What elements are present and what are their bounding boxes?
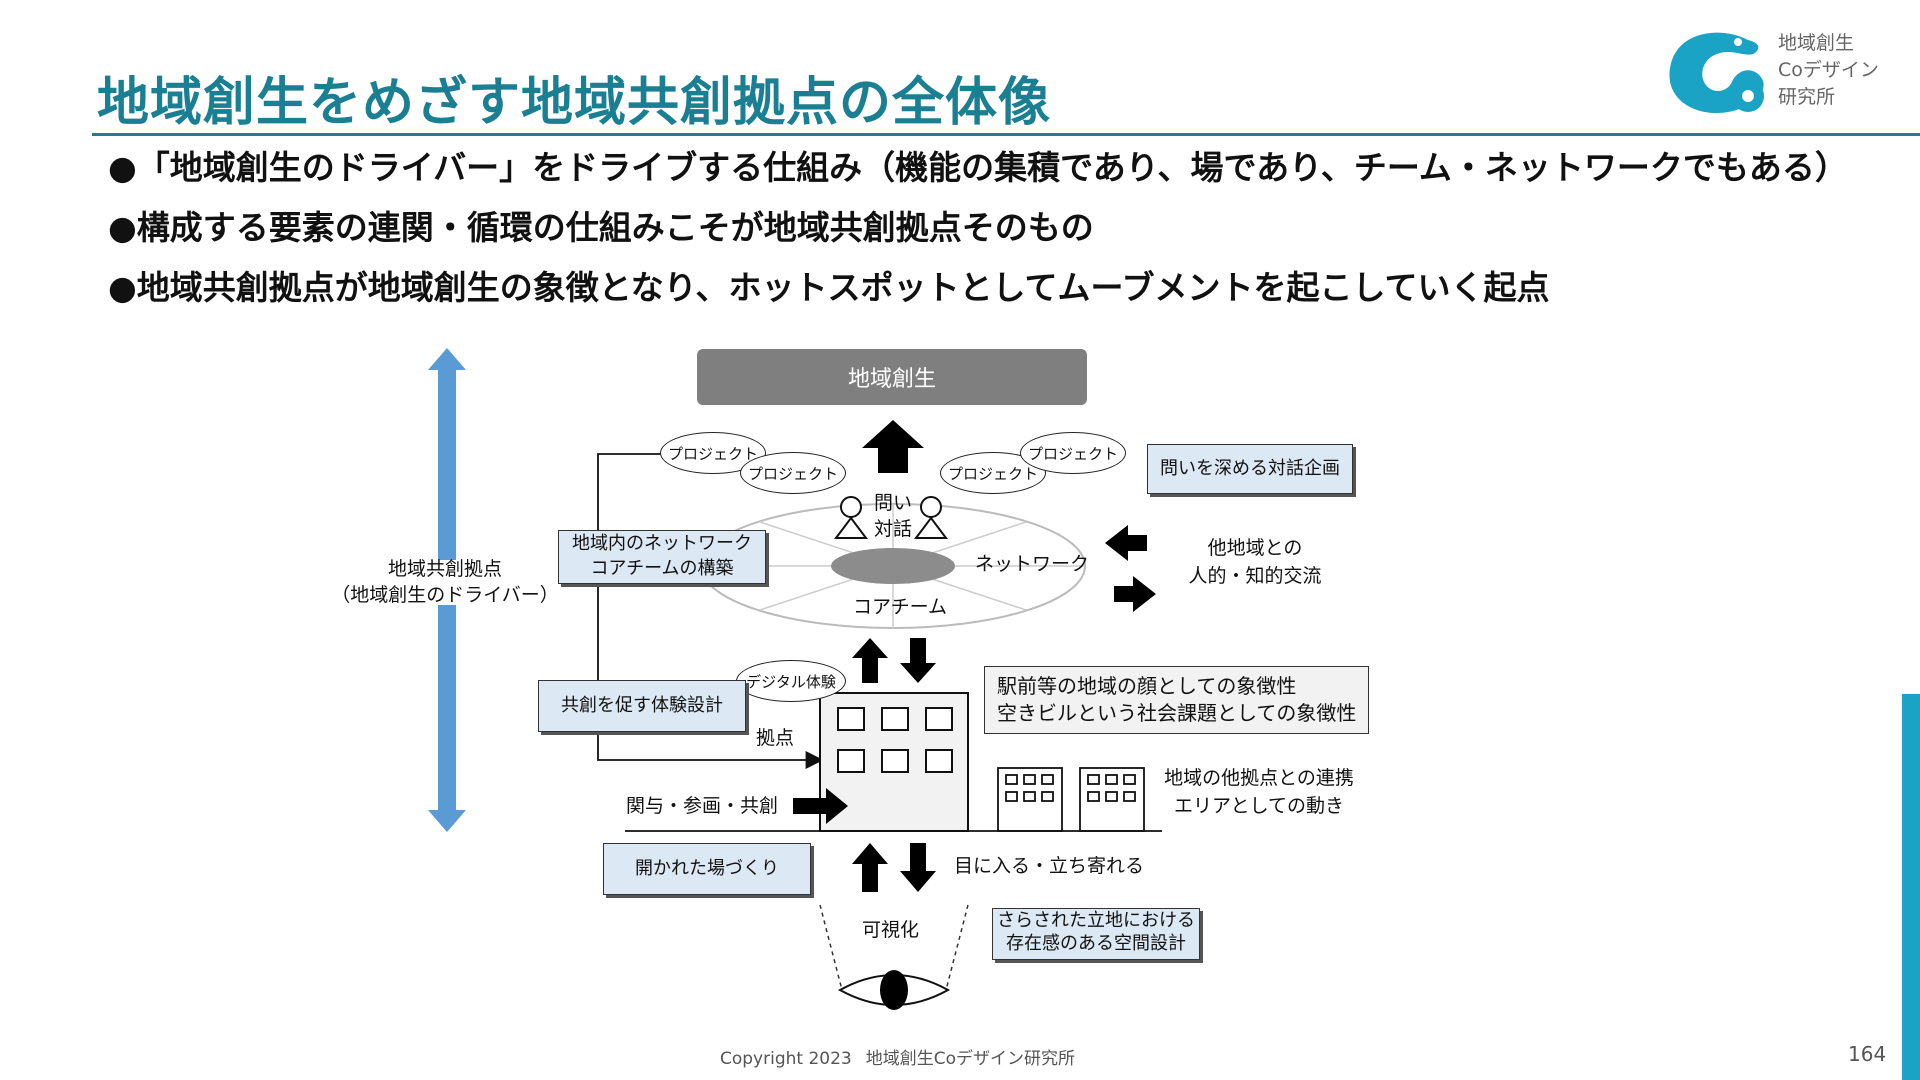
left-arrow-icon	[1105, 525, 1147, 561]
bullet-item: ●「地域創生のドライバー」をドライブする仕組み（機能の集積であり、場であり、チー…	[108, 148, 1848, 187]
title-divider	[92, 133, 1920, 136]
page-number: 164	[1848, 1042, 1887, 1066]
logo-text: 地域創生 Coデザイン 研究所	[1778, 32, 1879, 108]
other-building-icon	[997, 767, 1063, 832]
down-arrow-icon	[900, 843, 936, 892]
person-icon	[914, 496, 948, 539]
project-bubble: プロジェクト	[740, 452, 846, 494]
exchange-label: 他地域との 人的・知的交流	[1188, 537, 1322, 587]
visualization-label: 可視化	[862, 919, 920, 941]
dialogue-label: 問い 対話	[873, 492, 912, 540]
left-axis-label: 地域共創拠点 （地域創生のドライバー）	[331, 558, 559, 606]
bullet-item: ●地域共創拠点が地域創生の象徴となり、ホットスポットとしてムーブメントを起こして…	[108, 268, 1550, 307]
project-bubble: プロジェクト	[660, 432, 766, 474]
other-building-icon	[1079, 767, 1145, 832]
core-team-label: コアチーム	[853, 596, 948, 618]
note-open-space: 開かれた場づくり	[603, 843, 811, 895]
page-title: 地域創生をめざす地域共創拠点の全体像	[97, 73, 1052, 133]
person-icon	[834, 496, 868, 539]
right-arrow-icon	[1114, 576, 1156, 612]
base-label: 拠点	[756, 727, 795, 749]
project-bubble: プロジェクト	[1020, 432, 1126, 474]
network-disk	[700, 503, 1086, 629]
right-arrow-icon	[793, 788, 848, 824]
participation-label: 関与・参画・共創	[626, 795, 779, 817]
note-dialogue: 問いを深める対話企画	[1147, 444, 1353, 494]
bullet-list: ●「地域創生のドライバー」をドライブする仕組み（機能の集積であり、場であり、チー…	[108, 146, 1848, 326]
logo-mark-icon	[1669, 32, 1764, 114]
visible-label: 目に入る・立ち寄れる	[954, 855, 1145, 877]
connector-line	[597, 453, 824, 769]
down-arrow-icon	[900, 638, 936, 683]
vertical-double-arrow	[428, 348, 466, 832]
note-space-design: さらされた立地における 存在感のある空間設計	[992, 908, 1200, 960]
eye-icon	[837, 970, 951, 1010]
note-experience: 共創を促す体験設計	[538, 680, 746, 732]
digital-bubble: デジタル体験	[736, 660, 846, 702]
symbolism-box: 駅前等の地域の顔としての象徴性 空きビルという社会課題としての象徴性	[984, 666, 1370, 734]
note-network: 地域内のネットワーク コアチームの構築	[558, 530, 766, 584]
other-bases-label: 地域の他拠点との連携 エリアとしての動き	[1164, 767, 1354, 817]
up-arrow-icon	[862, 420, 924, 473]
up-arrow-icon	[852, 638, 888, 683]
goal-box: 地域創生	[697, 349, 1087, 405]
sightline	[819, 904, 843, 991]
network-label: ネットワーク	[975, 553, 1090, 575]
accent-bar	[1902, 694, 1920, 1080]
bullet-item: ●構成する要素の連関・循環の仕組みこそが地域共創拠点そのもの	[108, 208, 1094, 247]
sightline	[945, 904, 969, 991]
up-arrow-icon	[852, 843, 888, 892]
